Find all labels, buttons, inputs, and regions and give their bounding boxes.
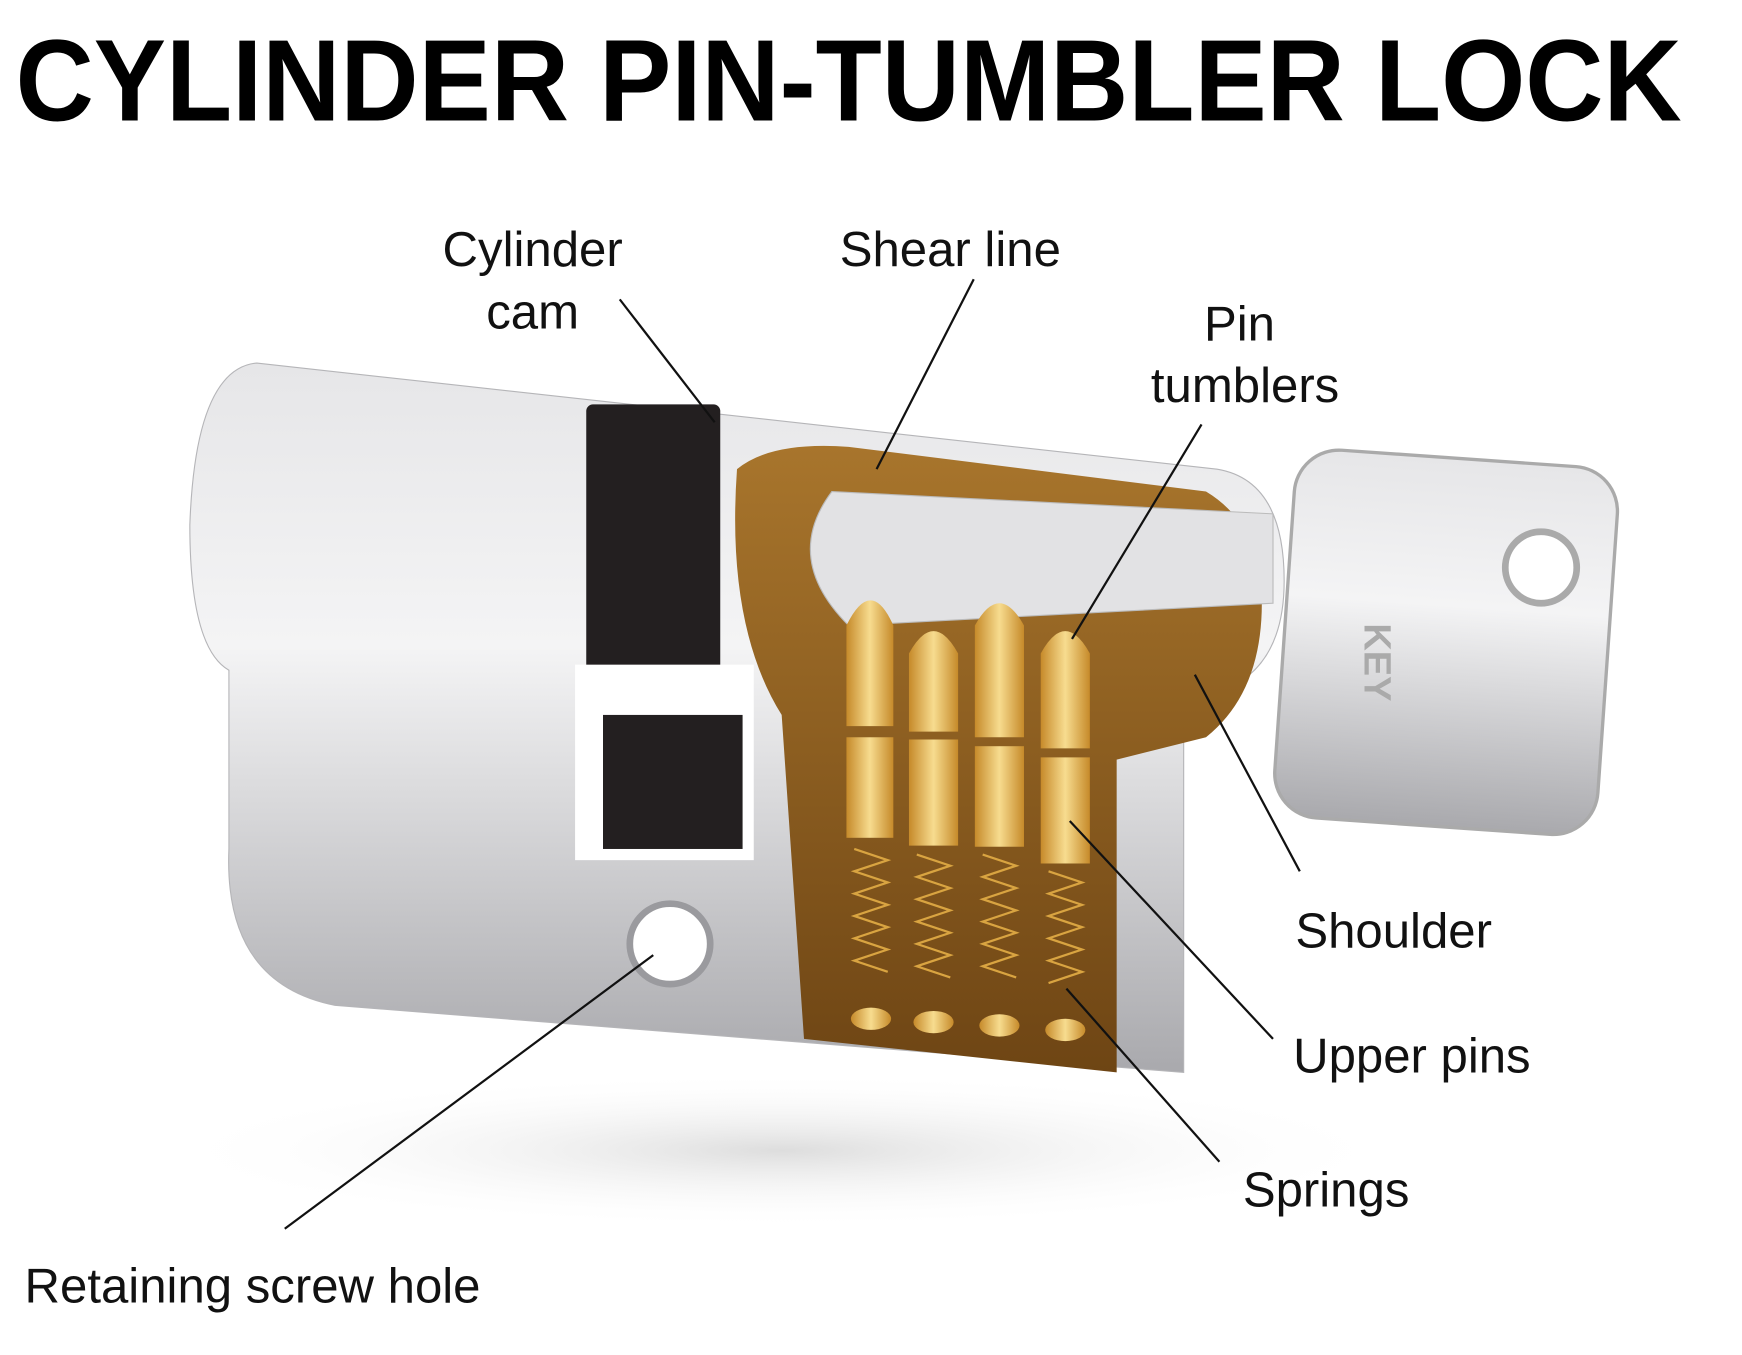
leader-shoulder xyxy=(1193,674,1301,872)
diagram-title: CYLINDER PIN-TUMBLER LOCK xyxy=(16,16,1682,146)
label-retaining-screw-hole: Retaining screw hole xyxy=(25,1259,481,1313)
pin-stack xyxy=(974,603,1024,1037)
leader-pin-tumblers xyxy=(1071,423,1203,640)
pin-stack xyxy=(846,600,894,1030)
label-cylinder-cam-2: cam xyxy=(486,285,579,339)
retaining-screw-hole xyxy=(626,900,714,988)
cylinder-cam xyxy=(586,404,721,718)
leader-lines xyxy=(284,278,1301,1230)
label-cylinder-cam-1: Cylinder xyxy=(443,223,623,277)
label-shear-line: Shear line xyxy=(840,223,1061,277)
drop-shadow xyxy=(156,1072,1407,1229)
leader-springs xyxy=(1065,987,1221,1163)
label-upper-pins: Upper pins xyxy=(1293,1029,1531,1083)
pin-stacks xyxy=(846,600,1090,1042)
label-springs: Springs xyxy=(1243,1163,1410,1217)
leader-shear-line xyxy=(875,278,975,470)
leader-upper-pins xyxy=(1068,820,1274,1040)
pin-stack xyxy=(1040,631,1090,1042)
label-pin-tumblers-2: tumblers xyxy=(1151,359,1339,413)
key: KEY xyxy=(1273,448,1620,837)
label-pin-tumblers-1: Pin xyxy=(1204,298,1275,352)
key-text: KEY xyxy=(1356,623,1398,701)
leader-retaining-screw-hole xyxy=(284,954,654,1230)
label-shoulder: Shoulder xyxy=(1295,904,1492,958)
leader-cylinder-cam xyxy=(618,298,716,423)
pin-stack xyxy=(908,631,959,1034)
